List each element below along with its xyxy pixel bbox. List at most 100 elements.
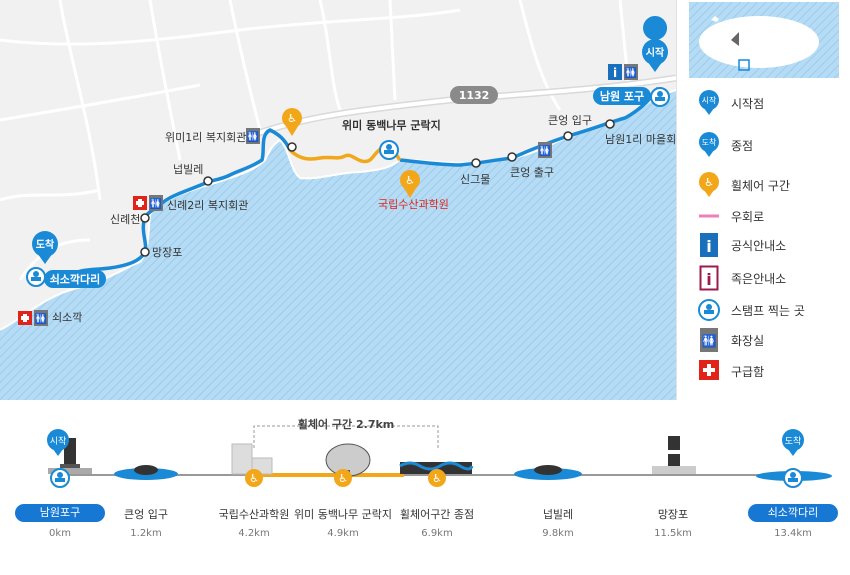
label-start-pier: 남원 포구 — [600, 89, 644, 103]
restroom-icon: 🚻 — [700, 328, 718, 352]
profile-start-pill: 남원포구 — [15, 504, 105, 522]
label-soesokkak: 쇠소깍 — [52, 311, 82, 324]
jeju-inset-map — [689, 2, 839, 78]
legend-item-info-small: i 족은안내소 — [695, 265, 786, 291]
svg-text:🚻: 🚻 — [539, 144, 551, 157]
waypoint-namwon1ri — [605, 119, 615, 129]
label-wimi-camellia: 위미 동백나무 군락지 — [342, 118, 441, 132]
restroom-icon: 🚻 — [34, 310, 48, 326]
waypoint-keunong-exit — [507, 152, 517, 162]
legend-label: 구급함 — [731, 364, 765, 379]
end-pin-icon: 도착 — [32, 231, 58, 264]
stamp-icon — [783, 468, 803, 488]
svg-text:🚻: 🚻 — [35, 312, 47, 325]
legend-label: 시작점 — [731, 96, 765, 111]
profile-point-label: 국립수산과학원 — [218, 508, 290, 521]
wheelchair-pin-icon: ♿ — [400, 170, 420, 198]
svg-text:i: i — [613, 66, 617, 80]
label-wimi1ri: 위미1리 복지회관 — [165, 131, 246, 144]
wheelchair-pin-icon: ♿ — [699, 172, 719, 197]
legend-item-info-official: i 공식안내소 — [695, 232, 786, 258]
svg-text:i: i — [706, 237, 711, 256]
wheelchair-section-label: 휠체어 구간 2.7km — [297, 418, 395, 431]
svg-text:i: i — [706, 270, 711, 289]
waypoint-keunong-entrance — [563, 131, 573, 141]
label-sinryecheon: 신례천 — [110, 212, 140, 226]
route-profile: ♿ ♿ ♿ 시작 도착 휠체어 구간 2.7km 남원포구 0km 큰엉 입구 … — [0, 400, 850, 575]
stamp-icon — [50, 468, 70, 488]
start-pin-icon: 시작 — [699, 90, 719, 115]
profile-km: 1.2km — [130, 528, 162, 539]
wheelchair-pin-icon: ♿ — [245, 469, 263, 487]
label-keunong-entrance: 큰엉 입구 — [548, 114, 592, 127]
profile-point-label: 위미 동백나무 군락지 — [293, 508, 393, 521]
stamp-icon — [650, 87, 670, 107]
legend-item-start: 시작 시작점 — [695, 90, 764, 116]
waypoint-neopbille — [203, 176, 213, 186]
profile-km: 0km — [49, 528, 71, 539]
start-pin-icon: 시작 — [47, 429, 69, 456]
svg-text:♿: ♿ — [432, 472, 442, 485]
wheelchair-pin-icon: ♿ — [334, 469, 352, 487]
end-bridge-pill — [44, 270, 106, 288]
svg-text:♿: ♿ — [287, 112, 297, 125]
start-pin-icon: 시작 — [642, 16, 668, 72]
route-line-west — [69, 128, 292, 277]
waypoints — [140, 119, 615, 257]
first-aid-icon — [133, 196, 147, 210]
end-pin-icon: 도착 — [782, 429, 804, 456]
wheelchair-pin-icon: ♿ — [282, 108, 302, 136]
label-singeumul: 신그물 — [460, 173, 490, 186]
profile-km: 6.9km — [421, 528, 453, 539]
waypoint-singeumul — [471, 158, 481, 168]
legend-label: 화장실 — [731, 333, 765, 348]
rock-coast-icon — [114, 465, 178, 480]
first-aid-icon — [699, 360, 719, 380]
label-fisheries-institute: 국립수산과학원 — [378, 198, 449, 211]
svg-text:시작: 시작 — [702, 95, 717, 105]
legend-label: 종점 — [731, 138, 754, 153]
sea-area — [0, 90, 676, 400]
profile-km: 4.2km — [238, 528, 270, 539]
stamp-icon — [379, 140, 399, 160]
restroom-icon: 🚻 — [538, 142, 552, 158]
profile-km: 13.4km — [774, 528, 812, 539]
waypoint-wimi1ri — [287, 142, 297, 152]
label-mangjangpo: 망장포 — [152, 246, 182, 259]
stamp-icon — [698, 299, 720, 321]
stamp-icon — [26, 267, 46, 287]
legend-item-stamp: 스탬프 찍는 곳 — [695, 297, 805, 323]
svg-text:♿: ♿ — [338, 472, 348, 485]
svg-text:🚻: 🚻 — [247, 130, 259, 143]
legend-item-end: 도착 종점 — [695, 132, 753, 158]
svg-text:도착: 도착 — [36, 238, 55, 251]
road-number-badge — [450, 86, 498, 104]
rock-coast-icon — [399, 461, 474, 474]
waypoint-mangjangpo — [140, 247, 150, 257]
lighthouse-icon — [652, 436, 696, 474]
svg-text:♿: ♿ — [249, 472, 259, 485]
svg-text:시작: 시작 — [646, 46, 665, 59]
info-small-icon: i — [699, 265, 719, 291]
profile-km: 4.9km — [327, 528, 359, 539]
label-neopbille: 넙빌레 — [173, 163, 203, 176]
profile-point-label: 큰엉 입구 — [124, 508, 168, 521]
restroom-icon: 🚻 — [149, 195, 163, 211]
legend-item-wheelchair: ♿ 휠체어 구간 — [695, 172, 790, 198]
legend-label: 족은안내소 — [731, 271, 787, 286]
legend-item-restroom: 🚻 화장실 — [695, 327, 764, 353]
label-soesokkak-bridge: 쇠소깍다리 — [50, 272, 101, 286]
svg-text:도착: 도착 — [785, 436, 802, 447]
legend-label: 휠체어 구간 — [731, 178, 791, 193]
legend-label: 스탬프 찍는 곳 — [731, 303, 805, 318]
profile-point-label: 망장포 — [657, 508, 689, 521]
restroom-icon: 🚻 — [624, 64, 638, 80]
svg-text:시작: 시작 — [50, 436, 67, 447]
svg-text:🚻: 🚻 — [625, 66, 637, 79]
svg-text:🚻: 🚻 — [702, 334, 717, 348]
map-labels: 남원1리 마을회관 큰엉 입구 큰엉 출구 신그물 위미 동백나무 군락지 국립… — [52, 114, 686, 324]
label-keunong-exit: 큰엉 출구 — [510, 166, 554, 179]
label-sinrye2ri: 신례2리 복지회관 — [167, 199, 248, 212]
profile-point-label: 휠체어구간 종점 — [399, 508, 475, 521]
waypoint-sinryecheon — [140, 213, 150, 223]
